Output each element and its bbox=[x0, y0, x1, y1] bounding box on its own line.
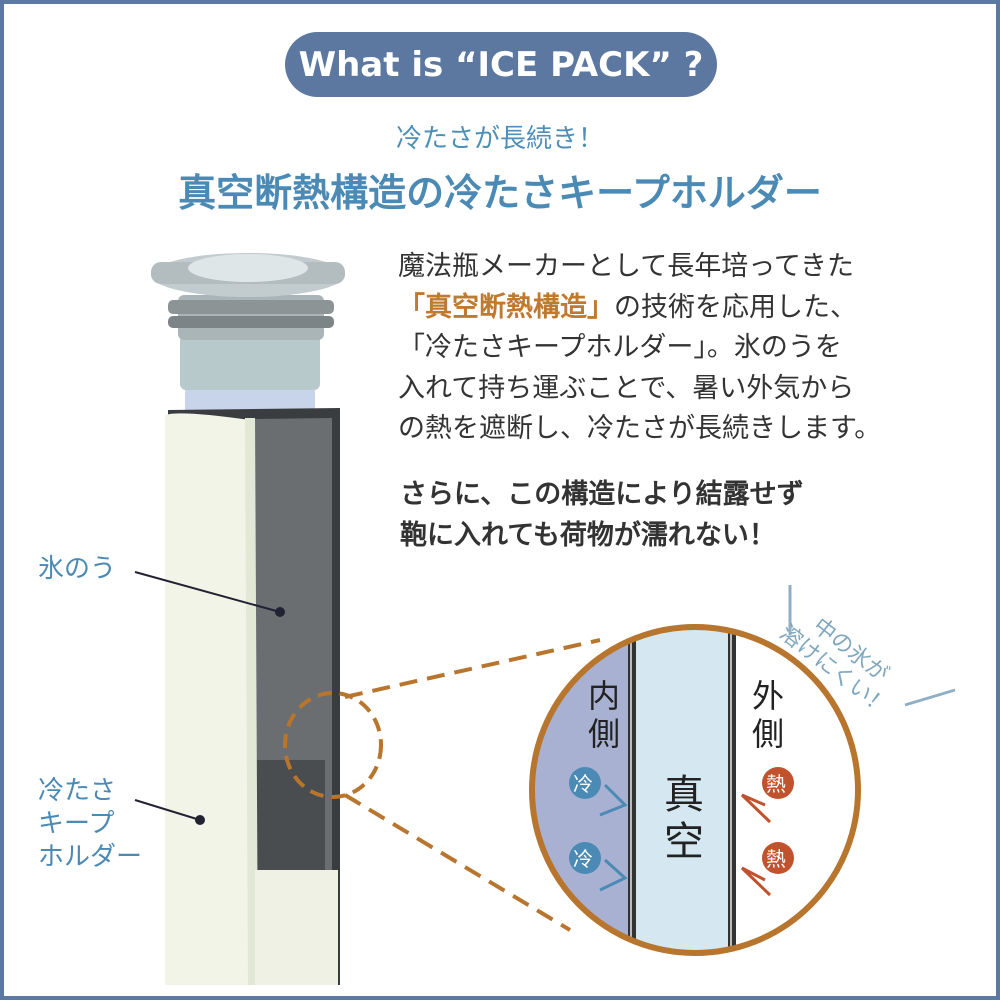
zoom-area-marker bbox=[283, 691, 383, 799]
pointer-dot bbox=[275, 607, 285, 617]
holder-label-line: 冷たさ bbox=[38, 776, 117, 806]
zoom-guide-line bbox=[344, 638, 601, 699]
emphasis: さらに、この構造により結露せず 鞄に入れても荷物が濡れない！ bbox=[400, 474, 804, 556]
heading: 真空断熱構造の冷たさキープホルダー bbox=[178, 171, 822, 215]
heat-icon: 熱 bbox=[740, 767, 794, 824]
description-line: 魔法瓶メーカーとして長年培ってきた bbox=[398, 251, 855, 282]
ice-pack-pointer bbox=[134, 571, 281, 613]
svg-text:熱: 熱 bbox=[766, 772, 786, 796]
description-line: 「真空断熱構造」の技術を応用した、 bbox=[398, 288, 881, 329]
holder-label: 冷たさ キープ ホルダー bbox=[38, 775, 142, 874]
ice-pack-label: 氷のう bbox=[38, 554, 117, 584]
description-line: の熱を遮断し、冷たさが長続きします。 bbox=[398, 413, 882, 444]
inner-label-1: 内 bbox=[588, 677, 620, 715]
svg-text:熱: 熱 bbox=[766, 847, 786, 871]
vacuum-label-2: 空 bbox=[664, 819, 704, 865]
inner-label-2: 側 bbox=[588, 715, 620, 753]
holder-label-line: キープ bbox=[38, 809, 115, 839]
pointer-dot bbox=[195, 815, 205, 825]
description: 魔法瓶メーカーとして長年培ってきた 「真空断熱構造」の技術を応用した、 「冷たさ… bbox=[398, 247, 881, 450]
highlight-text: 「真空断熱構造」 bbox=[398, 291, 614, 323]
svg-text:冷: 冷 bbox=[573, 772, 593, 796]
callout-line bbox=[904, 688, 956, 707]
svg-text:冷: 冷 bbox=[573, 847, 593, 871]
description-line: 「冷たさキープホルダー」。氷のうを bbox=[398, 332, 842, 363]
emphasis-line: さらに、この構造により結露せず bbox=[400, 479, 804, 510]
magnifier-circle bbox=[529, 624, 861, 956]
heat-icon: 熱 bbox=[740, 842, 794, 897]
vacuum-label-1: 真 bbox=[664, 772, 704, 818]
description-line: 入れて持ち運ぶことで、暑い外気から bbox=[398, 372, 855, 404]
cold-icon: 冷 bbox=[569, 767, 628, 817]
outer-label-1: 外 bbox=[752, 677, 784, 715]
outer-label-2: 側 bbox=[752, 715, 784, 753]
cold-icon: 冷 bbox=[569, 842, 628, 892]
emphasis-line: 鞄に入れても荷物が濡れない！ bbox=[400, 520, 776, 551]
holder-illustration bbox=[165, 408, 340, 985]
zoom-guide-line bbox=[343, 793, 572, 932]
holder-label-line: ホルダー bbox=[38, 842, 143, 872]
holder-pointer bbox=[134, 799, 201, 821]
title-pill: What is “ICE PACK” ? bbox=[285, 32, 717, 97]
subtitle: 冷たさが長続き！ bbox=[395, 124, 604, 154]
title: What is “ICE PACK” ? bbox=[298, 44, 704, 85]
description-text: の技術を応用した、 bbox=[614, 291, 857, 323]
